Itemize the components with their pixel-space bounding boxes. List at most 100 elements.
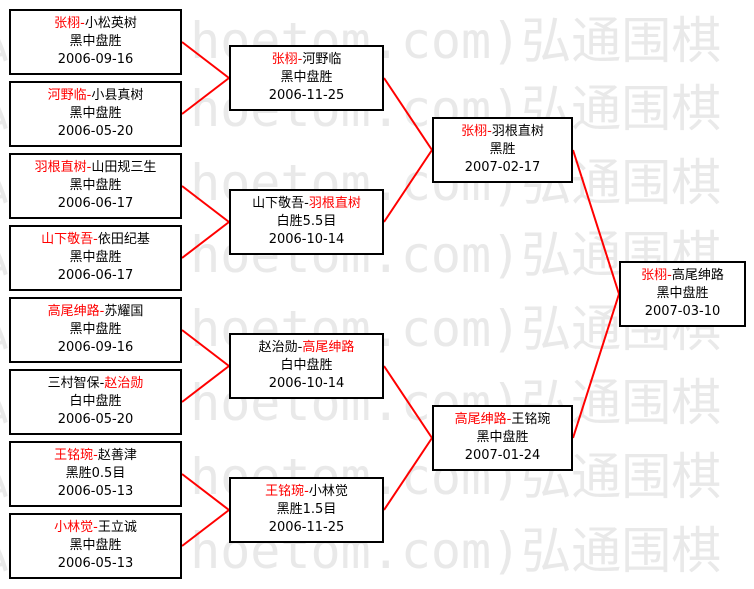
separator: -: [80, 16, 85, 31]
separator: -: [93, 232, 98, 247]
bracket-connector: [383, 437, 433, 511]
separator: -: [667, 268, 672, 283]
match-box: 张栩-小松英树黑中盘胜 2006-09-16: [9, 9, 182, 75]
bracket-connector: [181, 473, 230, 511]
match-date: 2007-02-17: [464, 160, 541, 175]
player-name: 王铭琬: [265, 484, 305, 499]
bracket-connector: [572, 293, 620, 439]
match-date: 2006-11-25: [268, 520, 345, 535]
player-name: 张栩: [641, 268, 668, 283]
bracket-connector: [181, 221, 230, 259]
match-result: 黑中盘胜: [69, 538, 122, 553]
match-result: 黑中盘胜: [476, 430, 529, 445]
match-players: 张栩-河野临: [231, 51, 382, 69]
match-date: 2006-05-20: [57, 412, 134, 427]
match-result: 黑胜: [489, 142, 516, 157]
match-date: 2006-10-14: [268, 376, 345, 391]
match-result: 黑中盘胜: [69, 106, 122, 121]
player-name: 山田规三生: [91, 160, 157, 175]
match-players: 山下敬吾-依田纪基: [11, 231, 180, 249]
match-box: 羽根直树-山田规三生黑中盘胜 2006-06-17: [9, 153, 182, 219]
player-name: 张栩: [461, 124, 488, 139]
match-result: 黑胜0.5目: [65, 466, 126, 481]
match-result: 黑中盘胜: [69, 34, 122, 49]
separator: -: [304, 196, 309, 211]
match-result: 黑胜1.5目: [276, 502, 337, 517]
player-name: 张栩: [271, 52, 298, 67]
match-date: 2006-06-17: [57, 196, 134, 211]
player-name: 羽根直树: [491, 124, 544, 139]
player-name: 王铭琬: [511, 412, 551, 427]
separator: -: [506, 412, 512, 427]
separator: -: [86, 88, 92, 103]
match-box: 山下敬吾-羽根直树白胜5.5目 2006-10-14: [229, 189, 384, 255]
match-date: 2006-11-25: [268, 88, 345, 103]
separator: -: [93, 448, 98, 463]
match-result: 白中盘胜: [69, 394, 122, 409]
player-name: 河野临: [302, 52, 342, 67]
player-name: 三村智保: [47, 376, 100, 391]
separator: -: [99, 304, 105, 319]
bracket-connector: [181, 41, 230, 79]
match-players: 羽根直树-山田规三生: [11, 159, 180, 177]
match-result: 黑中盘胜: [69, 250, 122, 265]
match-date: 2006-10-14: [268, 232, 345, 247]
separator: -: [487, 124, 492, 139]
player-name: 赵治勋: [258, 340, 298, 355]
match-box: 王铭琬-小林觉黑胜1.5目 2006-11-25: [229, 477, 384, 543]
match-players: 小林觉-王立诚: [11, 519, 180, 537]
match-players: 赵治勋-高尾绅路: [231, 339, 382, 357]
player-name: 高尾绅路: [47, 304, 100, 319]
bracket-connector: [383, 365, 433, 439]
player-name: 羽根直树: [34, 160, 87, 175]
match-box: 山下敬吾-依田纪基黑中盘胜 2006-06-17: [9, 225, 182, 291]
match-date: 2006-09-16: [57, 340, 134, 355]
separator: -: [297, 340, 303, 355]
player-name: 赵治勋: [104, 376, 144, 391]
match-result: 黑中盘胜: [69, 322, 122, 337]
player-name: 赵善津: [97, 448, 137, 463]
match-result: 黑中盘胜: [69, 178, 122, 193]
bracket-connector: [181, 509, 230, 547]
match-players: 张栩-小松英树: [11, 15, 180, 33]
player-name: 苏耀国: [104, 304, 144, 319]
match-result: 白中盘胜: [280, 358, 333, 373]
separator: -: [297, 52, 303, 67]
match-date: 2006-09-16: [57, 52, 134, 67]
match-box: 高尾绅路-王铭琬黑中盘胜 2007-01-24: [432, 405, 573, 471]
match-result: 黑中盘胜: [656, 286, 709, 301]
bracket-connector: [181, 185, 230, 223]
player-name: 小林觉: [54, 520, 94, 535]
bracket-connector: [383, 149, 433, 223]
player-name: 依田纪基: [97, 232, 150, 247]
separator: -: [304, 484, 309, 499]
player-name: 山下敬吾: [252, 196, 305, 211]
match-date: 2006-06-17: [57, 268, 134, 283]
match-players: 高尾绅路-苏耀国: [11, 303, 180, 321]
bracket-connector: [181, 365, 230, 403]
match-players: 张栩-羽根直树: [434, 123, 571, 141]
player-name: 小县真树: [91, 88, 144, 103]
match-result: 黑中盘胜: [280, 70, 333, 85]
separator: -: [99, 376, 105, 391]
separator: -: [93, 520, 98, 535]
match-players: 山下敬吾-羽根直树: [231, 195, 382, 213]
bracket-connector: [383, 77, 433, 151]
match-date: 2007-01-24: [464, 448, 541, 463]
match-players: 王铭琬-赵善津: [11, 447, 180, 465]
match-result: 白胜5.5目: [276, 214, 337, 229]
bracket-connector: [181, 329, 230, 367]
match-players: 三村智保-赵治勋: [11, 375, 180, 393]
player-name: 小林觉: [308, 484, 348, 499]
match-date: 2006-05-20: [57, 124, 134, 139]
player-name: 高尾绅路: [302, 340, 355, 355]
match-date: 2006-05-13: [57, 484, 134, 499]
match-players: 高尾绅路-王铭琬: [434, 411, 571, 429]
